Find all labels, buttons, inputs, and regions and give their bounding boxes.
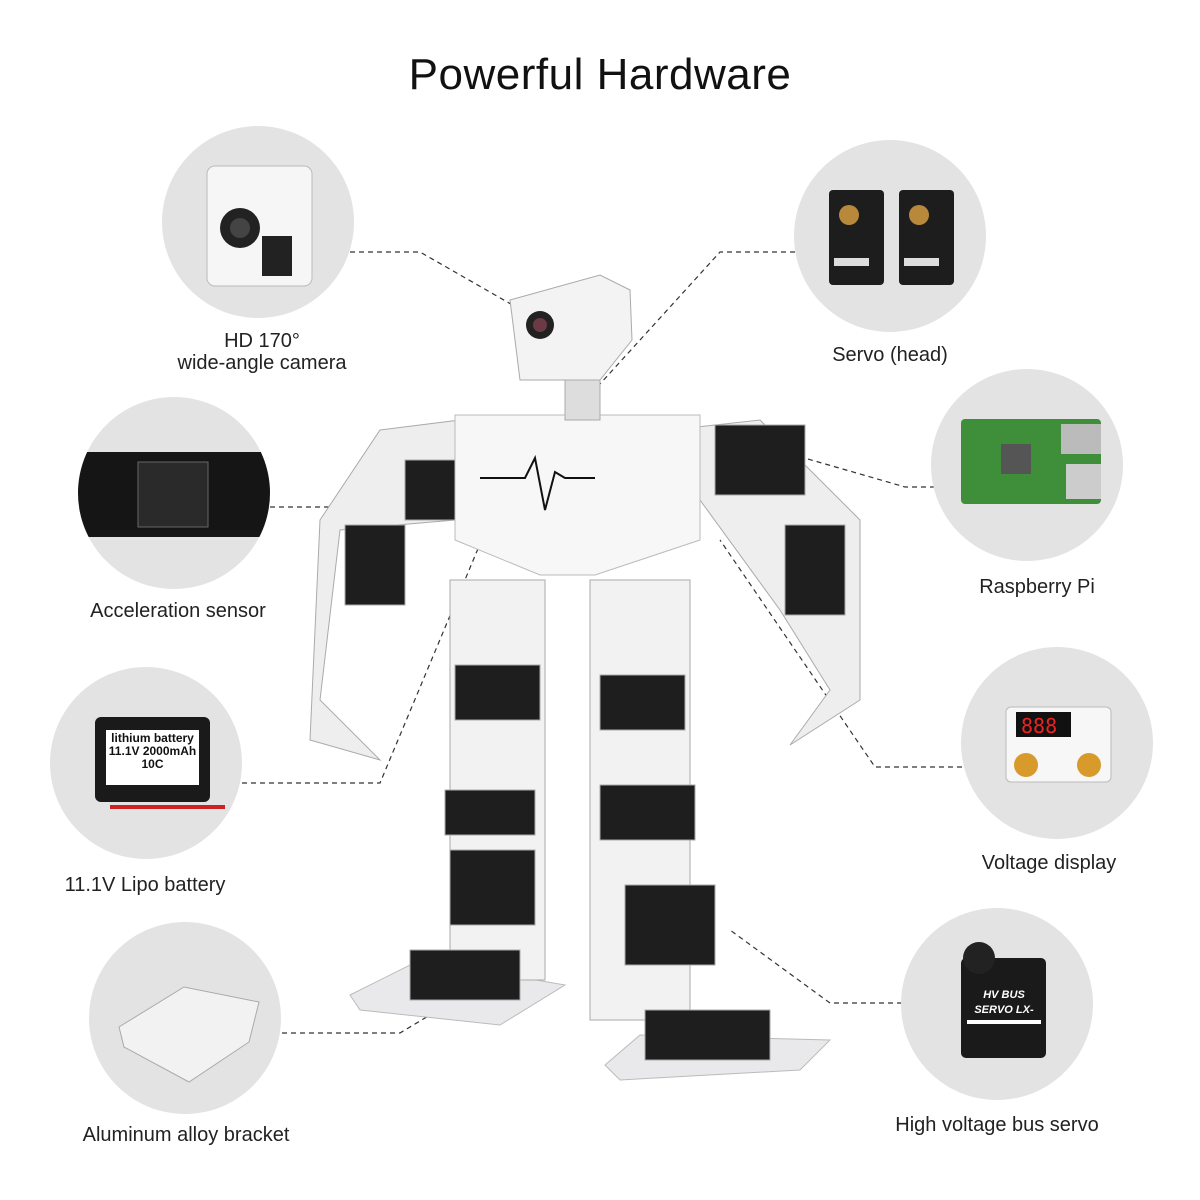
- battery-image: lithium battery 11.1V 2000mAh 10C: [50, 667, 242, 859]
- bus-servo-label: High voltage bus servo: [895, 1114, 1099, 1136]
- voltage-display-image: 888: [961, 647, 1153, 839]
- voltage-digits: 888: [1021, 714, 1057, 738]
- leader-line-raspberry: [689, 424, 935, 488]
- leader-line-servo-head: [589, 251, 795, 396]
- acceleration-sensor-image: [78, 397, 270, 589]
- raspberry-pi-label: Raspberry Pi: [979, 576, 1095, 598]
- leader-line-bus-servo: [729, 929, 902, 1004]
- bus-servo-product-label: HV BUS SERVO LX-824HV: [974, 989, 1034, 1024]
- voltage-display-label: Voltage display: [981, 852, 1117, 874]
- leader-line-bracket: [282, 1014, 431, 1034]
- raspberry-pi-image: [931, 369, 1123, 561]
- bus-servo-image: HV BUS SERVO LX-824HV: [901, 908, 1093, 1100]
- camera-label-line1: HD 170°: [224, 330, 300, 352]
- battery-label: 11.1V Lipo battery: [64, 874, 226, 896]
- camera-label-line2: wide-angle camera: [177, 352, 347, 374]
- battery-product-label: lithium battery 11.1V 2000mAh 10C: [108, 731, 197, 771]
- aluminum-bracket-label: Aluminum alloy bracket: [82, 1124, 290, 1146]
- leader-line-camera: [350, 251, 531, 316]
- leader-line-voltage: [719, 539, 962, 768]
- camera-image: [162, 126, 354, 318]
- acceleration-sensor-label: Acceleration sensor: [90, 600, 266, 622]
- servo-head-label: Servo (head): [832, 344, 948, 366]
- page-title: Powerful Hardware: [408, 50, 792, 99]
- camera-label: HD 170° wide-angle camera: [162, 330, 362, 374]
- servo-head-image: [794, 140, 986, 332]
- aluminum-bracket-image: [89, 922, 281, 1114]
